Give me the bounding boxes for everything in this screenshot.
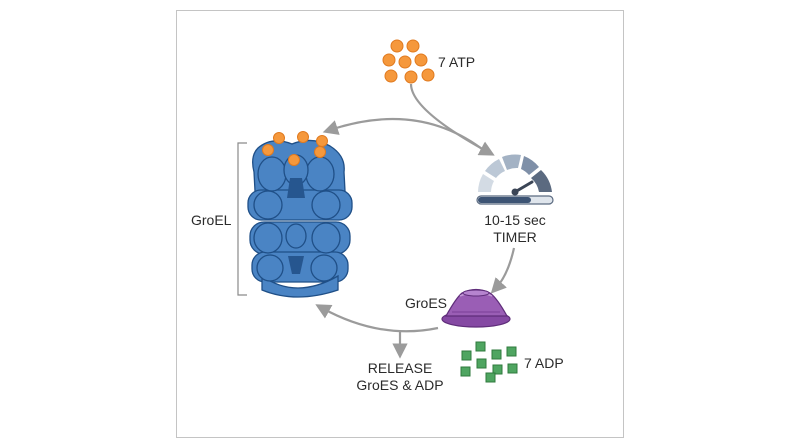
diagram-frame	[176, 10, 624, 438]
timer-label-line2: TIMER	[493, 229, 537, 245]
timer-gauge-icon	[476, 154, 554, 205]
timer-label-line1: 10-15 sec	[484, 212, 546, 228]
release-label-line2: GroES & ADP	[356, 377, 444, 393]
adp-label: 7 ADP	[524, 355, 564, 371]
adp-molecule-icon	[460, 341, 518, 383]
groel-bracket	[237, 142, 247, 296]
atp-label: 7 ATP	[438, 54, 476, 70]
cycle-arrows	[315, 83, 516, 359]
groel-chaperonin-icon	[247, 139, 353, 298]
groel-label: GroEL	[191, 212, 232, 228]
groes-label: GroES	[405, 295, 448, 311]
atp-molecule-icon	[382, 39, 435, 84]
release-label-line1: RELEASE	[367, 360, 433, 376]
groel-cavity	[287, 178, 305, 274]
groes-cap-icon	[441, 288, 511, 328]
bound-atp-icon	[262, 131, 328, 166]
